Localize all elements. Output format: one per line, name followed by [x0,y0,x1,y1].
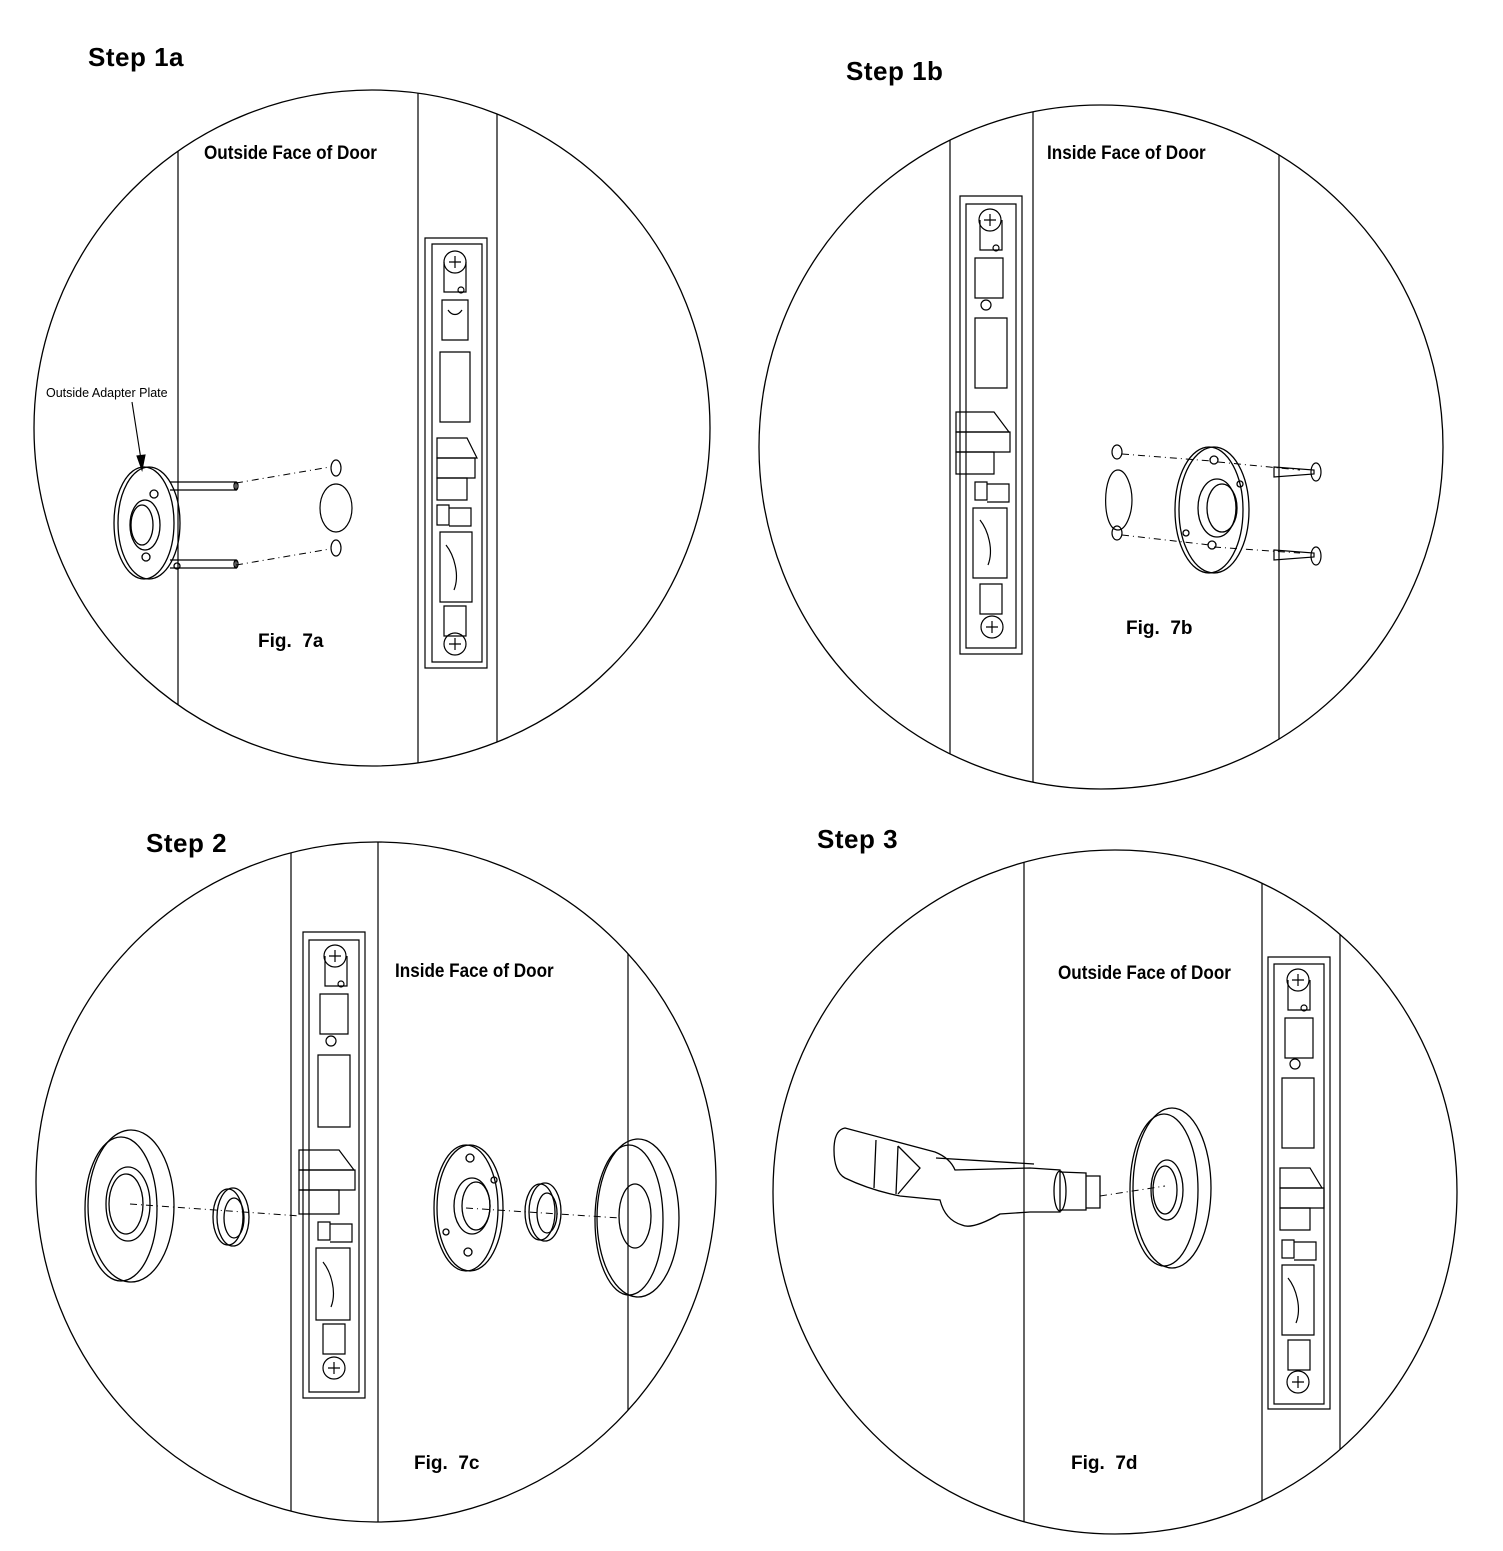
adapter-plate-icon [1175,447,1249,573]
bushing-icon [213,1188,249,1246]
step-1a-title: Step 1a [88,42,184,72]
rose-icon [1130,1108,1211,1268]
adapter-plate-icon [434,1145,503,1271]
mortise-lock-faceplate-icon [425,238,487,668]
step-3-face-label: Outside Face of Door [1058,963,1231,984]
mortise-lock-faceplate-icon [1268,957,1330,1409]
step-2-title: Step 2 [146,828,228,858]
step-3-circle [773,850,1457,1534]
screw-icon [1274,463,1321,565]
bushing-icon [525,1183,561,1241]
mortise-lock-faceplate-icon [299,932,365,1398]
rose-icon [595,1139,679,1297]
step-1b-circle [759,105,1443,789]
rose-icon [85,1130,174,1282]
step-1b-figure-label: Fig. 7b [1126,618,1193,639]
step-3-figure-label: Fig. 7d [1071,1453,1138,1474]
lever-handle-icon [834,1128,1100,1226]
outside-adapter-plate-callout: Outside Adapter Plate [46,386,168,400]
step-3-title: Step 3 [817,824,899,854]
step-2-circle [36,842,716,1522]
step-1b-face-label: Inside Face of Door [1047,143,1206,164]
adapter-plate-icon [114,467,238,579]
step-1a-face-label: Outside Face of Door [204,143,377,164]
step-1a-circle [34,90,710,766]
step-2-face-label: Inside Face of Door [395,961,554,982]
step-2-figure-label: Fig. 7c [414,1453,480,1474]
step-1b-title: Step 1b [846,56,944,86]
mortise-lock-faceplate-icon [956,196,1022,654]
step-1a-figure-label: Fig. 7a [258,631,324,652]
